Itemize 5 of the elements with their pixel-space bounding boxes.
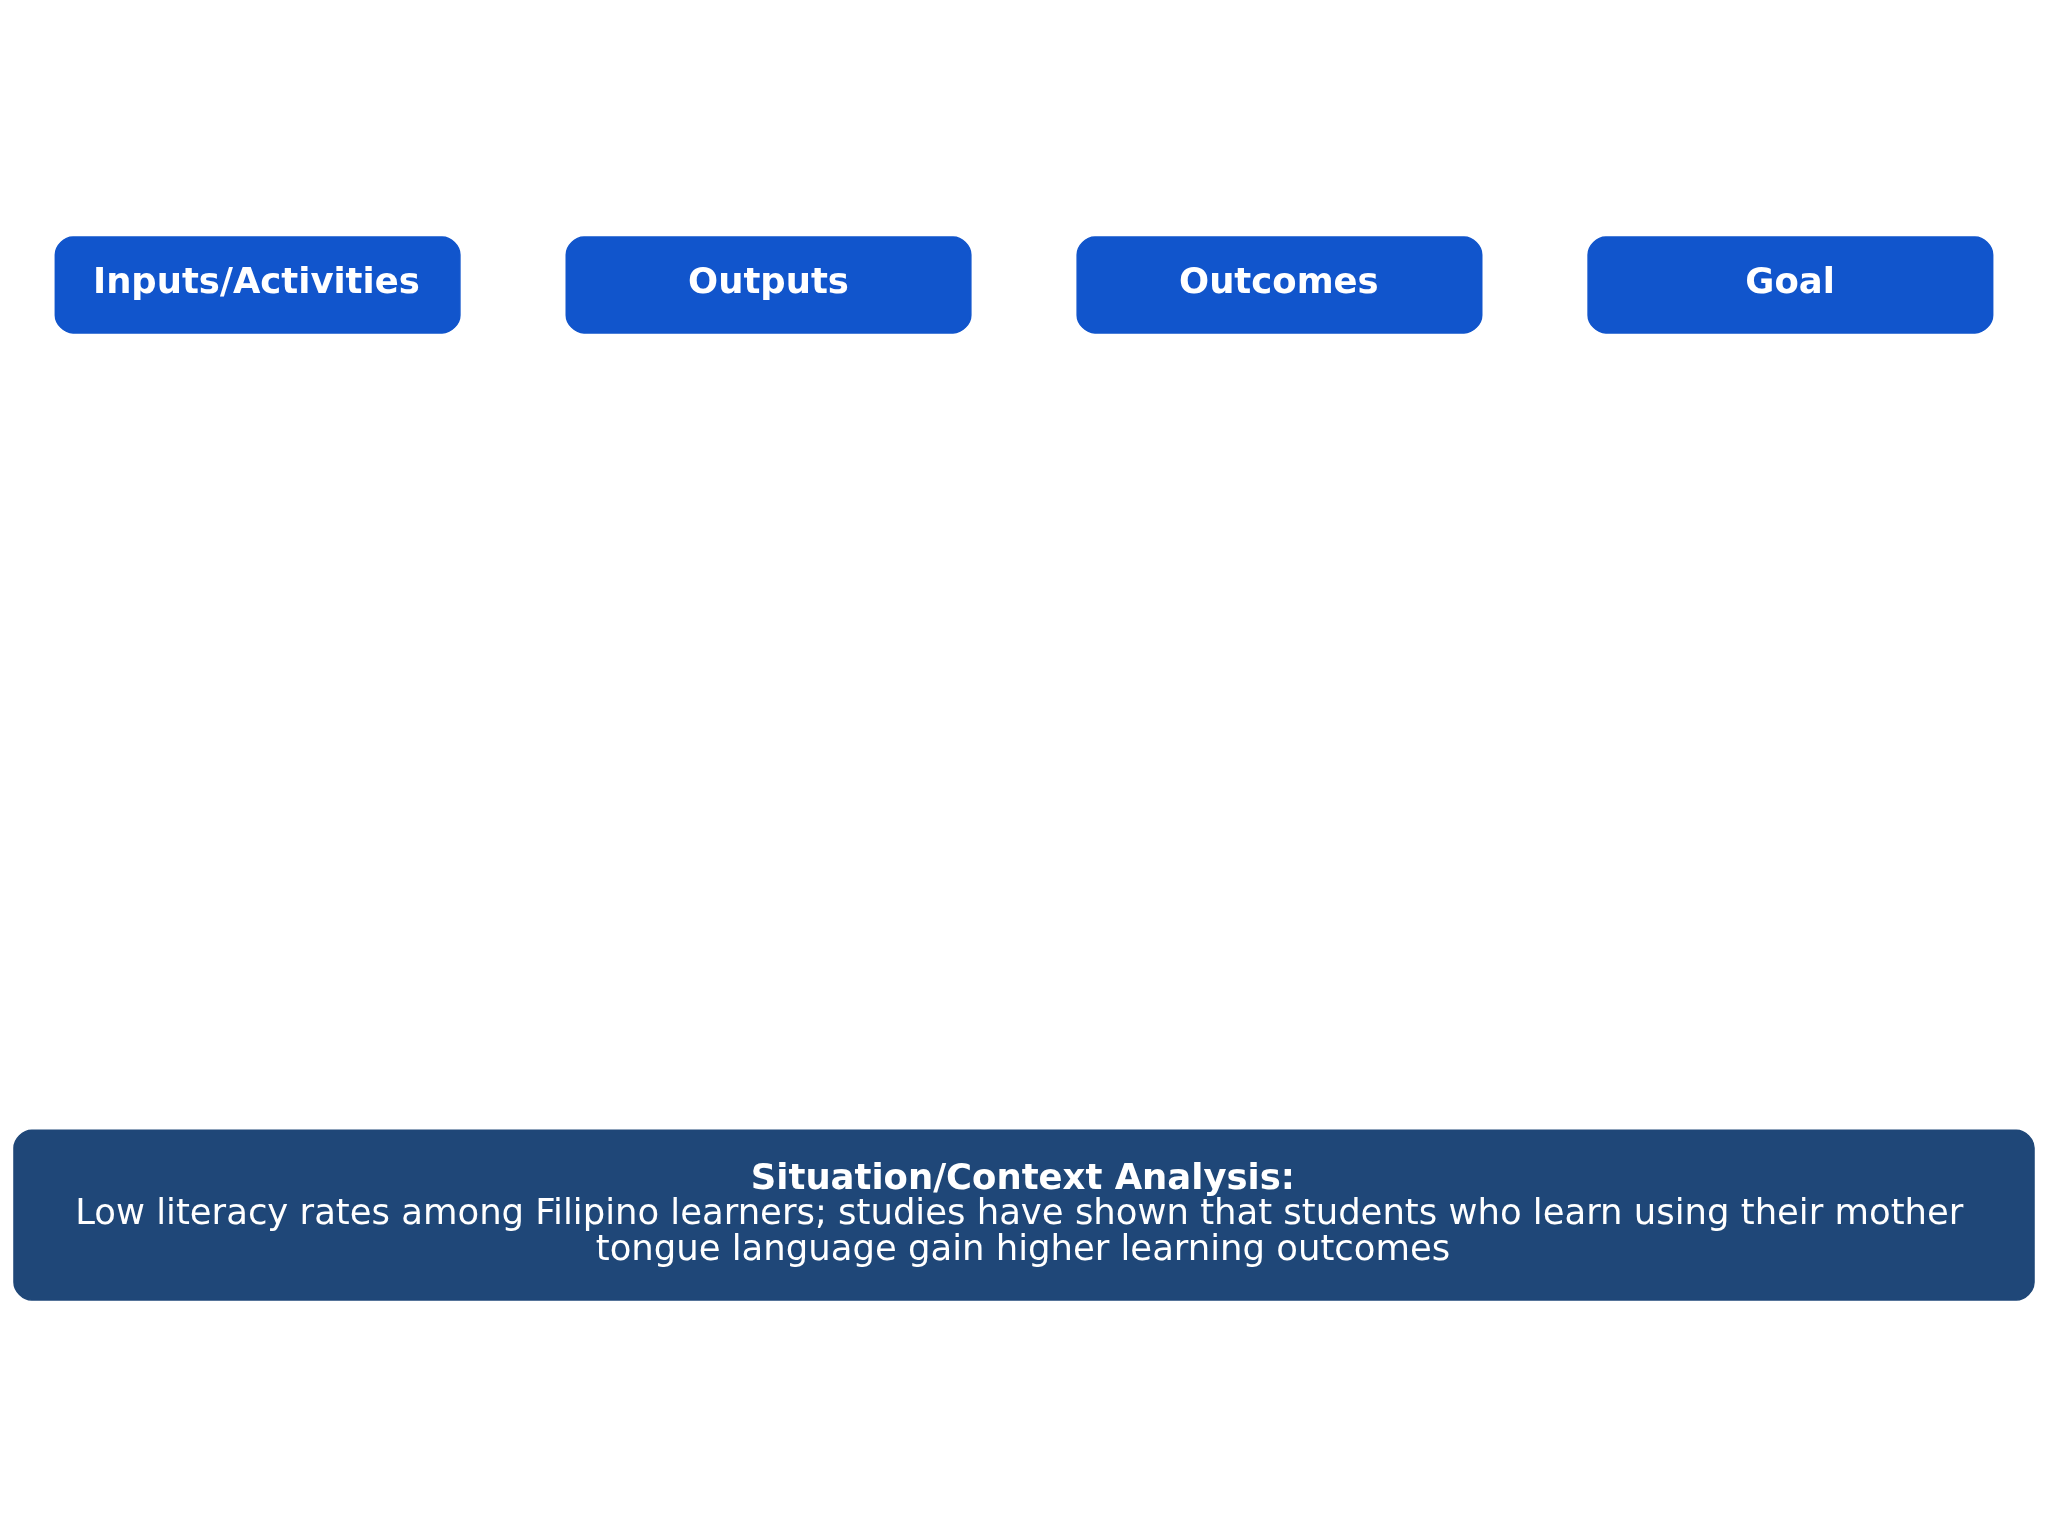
node-box: Situation/Context Analysis: Low literacy rates among Filipino learners; studies have shown that students who learn using their mother tongue language gain higher learning outcomes <box>13 1129 2035 1301</box>
node-box: Inputs/Activities <box>54 235 461 334</box>
node-box: Goal <box>1587 235 1994 334</box>
node-box: Outputs <box>565 235 972 334</box>
node-box: Outcomes <box>1076 235 1483 334</box>
